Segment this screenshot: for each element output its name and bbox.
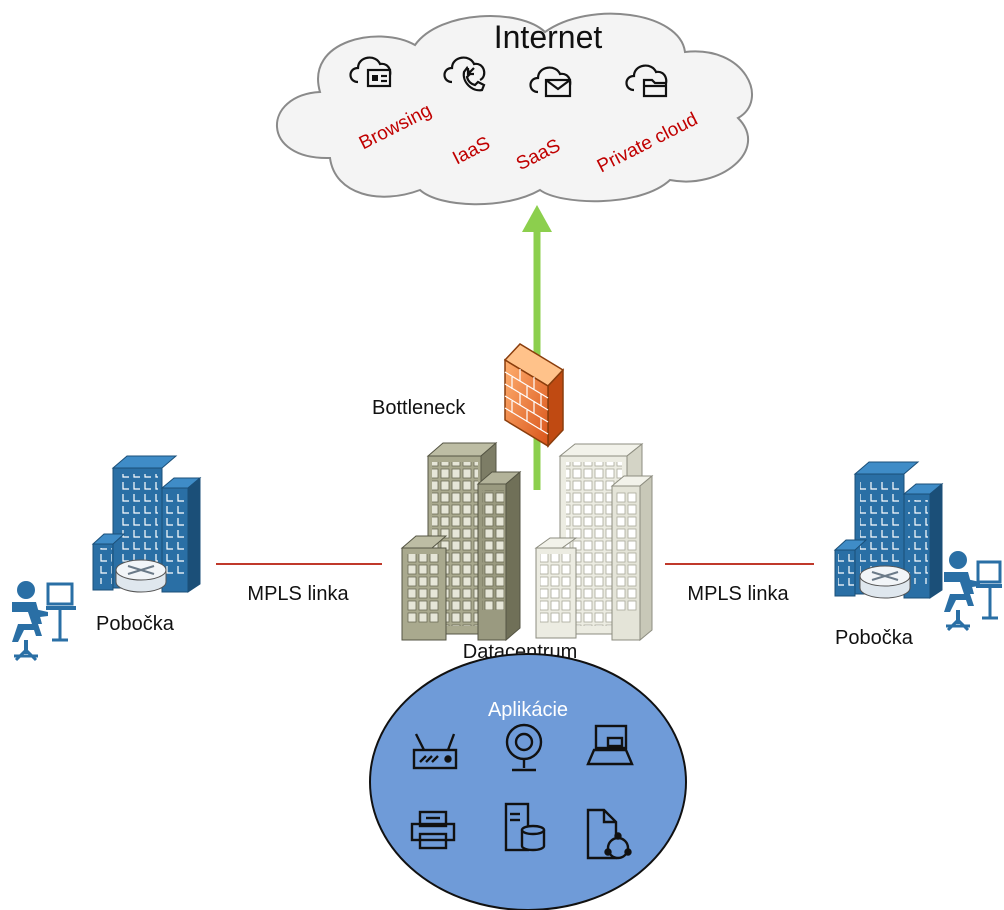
- router-icon-left: [115, 559, 167, 593]
- mpls-label-right: MPLS linka: [687, 583, 789, 605]
- document-sync-icon: [586, 808, 632, 860]
- mpls-label-left: MPLS linka: [247, 583, 349, 605]
- cloud-browser-icon: [349, 56, 392, 88]
- branch-label-right: Pobočka: [835, 627, 914, 649]
- internet-cloud: [276, 12, 753, 206]
- datacenter-building-light: [534, 442, 654, 642]
- user-at-computer-icon-left: [12, 581, 76, 662]
- router-icon-right: [859, 565, 911, 599]
- apps-title: Aplikácie: [488, 699, 568, 721]
- firewall-icon: [503, 343, 565, 448]
- branch-building-left: [91, 455, 202, 593]
- apps-ellipse: [369, 653, 687, 910]
- webcam-icon: [505, 723, 543, 772]
- printer-icon: [410, 810, 456, 850]
- datacenter-buildings: [400, 441, 654, 642]
- cloud-mail-icon: [529, 66, 572, 98]
- branch-label-left: Pobočka: [96, 613, 175, 635]
- server-database-icon: [504, 802, 546, 852]
- cloud-phone-icon: [443, 56, 486, 92]
- router-icon: [412, 733, 458, 770]
- laptop-icon: [586, 724, 634, 766]
- datacenter-building-dark: [400, 441, 522, 642]
- cloud-folder-icon: [625, 64, 668, 98]
- user-at-computer-icon-right: [944, 551, 1002, 632]
- internet-title: Internet: [494, 19, 603, 55]
- firewall-label: Bottleneck: [372, 397, 466, 419]
